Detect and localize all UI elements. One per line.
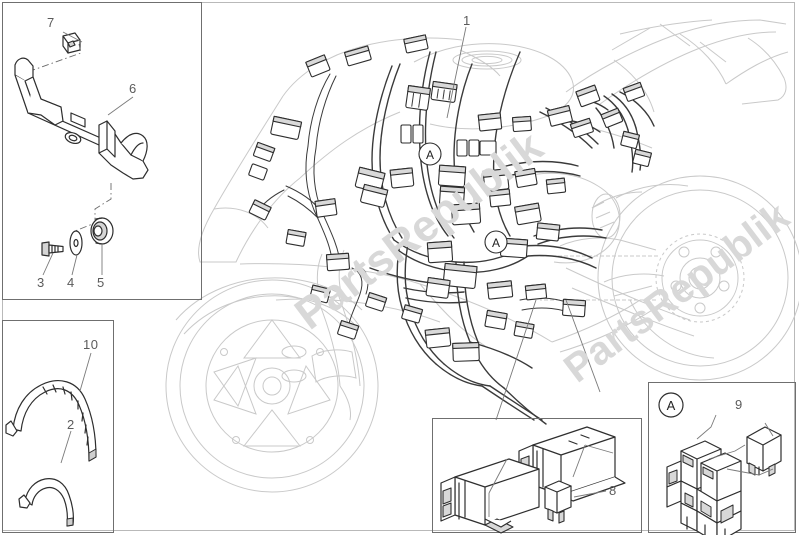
fusebox-leader — [495, 299, 601, 421]
blade-fuse-item-8 — [544, 480, 572, 524]
panel-detail-a-relay-block: .rl {fill:none;stroke:#2e2e2e;stroke-wid… — [648, 382, 796, 535]
callout-10: 10 — [83, 337, 99, 352]
washer-item-4 — [69, 230, 83, 256]
relay-stack — [666, 440, 742, 535]
relay-item-9 — [746, 426, 782, 477]
callout-7: 7 — [47, 15, 55, 30]
panel-cable-guide-straps-detail: .sl {fill:none;stroke:#2e2e2e;stroke-wid… — [2, 320, 114, 533]
bolt-item-3 — [41, 241, 64, 257]
cable-guide-item-10 — [5, 380, 97, 462]
harness-connectors — [248, 34, 653, 362]
callout-3: 3 — [37, 275, 45, 290]
fuse-box-drawing: .fl {fill:none;stroke:#2e2e2e;stroke-wid… — [440, 426, 626, 534]
relay-block-drawing: .rl {fill:none;stroke:#2e2e2e;stroke-wid… — [658, 392, 782, 535]
callout-1: 1 — [463, 13, 471, 28]
bracket-item-6 — [14, 57, 149, 180]
callout-5: 5 — [97, 275, 105, 290]
panel-battery-mount-bracket-detail: .bl {fill:none;stroke:#2e2e2e;stroke-wid… — [2, 2, 202, 300]
fuse-box-lower — [440, 458, 540, 534]
panel-fuse-box-detail: .fl {fill:none;stroke:#2e2e2e;stroke-wid… — [432, 418, 642, 534]
callout-9: 9 — [735, 397, 743, 412]
main-callout-1-leader — [446, 26, 467, 119]
cable-guide-item-2 — [18, 478, 74, 527]
svg-text:A: A — [426, 148, 434, 162]
detail-badge-a: A — [658, 392, 684, 418]
detail-marker-a-2: A — [484, 230, 508, 254]
callout-2: 2 — [67, 417, 75, 432]
front-wheel — [165, 249, 379, 493]
callout-4: 4 — [67, 275, 75, 290]
callout-8: 8 — [609, 483, 617, 498]
svg-text:A: A — [667, 398, 676, 413]
cable-guide-drawing: .sl {fill:none;stroke:#2e2e2e;stroke-wid… — [5, 352, 97, 527]
callout-6: 6 — [129, 81, 137, 96]
rear-wheel — [540, 175, 799, 381]
svg-text:A: A — [492, 236, 500, 250]
rubber-mount-item-5 — [90, 217, 114, 245]
bracket-detail-drawing: .bl {fill:none;stroke:#2e2e2e;stroke-wid… — [14, 31, 149, 276]
detail-marker-a-1: A — [418, 142, 442, 166]
